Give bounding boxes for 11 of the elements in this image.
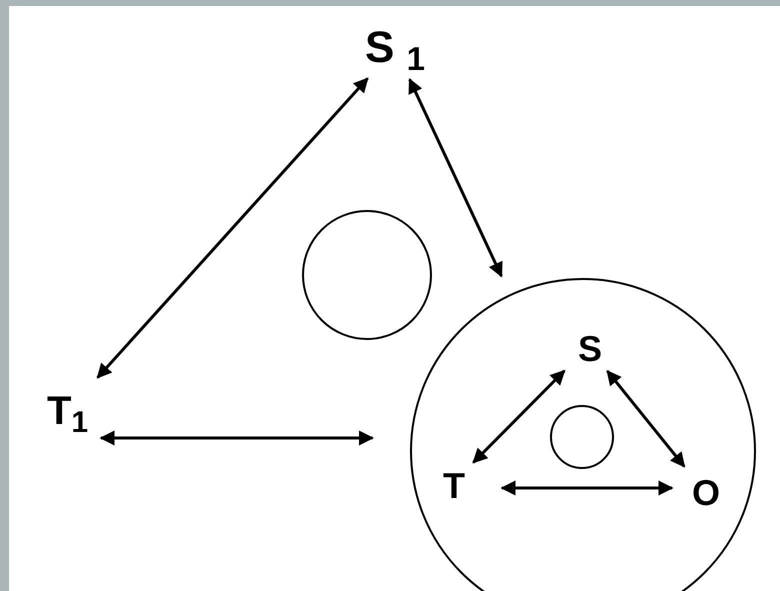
double-arrow bbox=[96, 77, 369, 379]
letter-label: S bbox=[568, 328, 612, 370]
double-arrow bbox=[408, 78, 503, 278]
double-arrow bbox=[472, 370, 566, 464]
double-arrow bbox=[100, 430, 374, 446]
letter-label: S $_{1}$ bbox=[360, 22, 430, 74]
double-arrow bbox=[606, 370, 686, 468]
letter-label: O bbox=[686, 470, 726, 516]
double-arrow bbox=[500, 480, 674, 496]
letter-label: T$_{1}$ bbox=[40, 370, 95, 452]
letter-label: T bbox=[434, 464, 474, 508]
